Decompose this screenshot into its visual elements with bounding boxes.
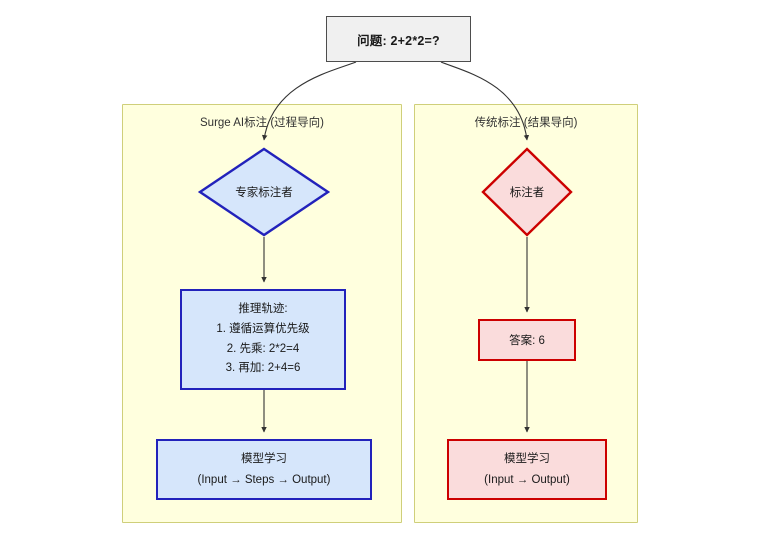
expert-annotator-node[interactable]: 专家标注者 — [198, 147, 330, 237]
reasoning-title: 推理轨迹: — [238, 302, 288, 315]
diamond-shape-red — [481, 147, 573, 237]
model-learning-left-node[interactable]: 模型学习 (Input → Steps → Output) — [156, 439, 372, 500]
answer-label: 答案: 6 — [509, 335, 545, 347]
reasoning-step-2: 2. 先乘: 2*2=4 — [226, 342, 300, 355]
reasoning-step-1: 1. 遵循运算优先级 — [216, 322, 310, 335]
model-learning-left-title: 模型学习 — [241, 453, 287, 466]
question-label: 问题: 2+2*2=? — [357, 33, 440, 48]
diamond-shape-blue — [198, 147, 330, 237]
model-learning-right-title: 模型学习 — [504, 453, 550, 466]
annotator-node[interactable]: 标注者 — [481, 147, 573, 237]
cluster-surge-ai-title: Surge AI标注 (过程导向) — [200, 117, 324, 129]
annotator-label: 标注者 — [509, 187, 545, 199]
cluster-traditional-title: 传统标注 (结果导向) — [474, 117, 578, 129]
expert-annotator-label: 专家标注者 — [235, 187, 293, 199]
reasoning-step-3: 3. 再加: 2+4=6 — [225, 362, 301, 375]
model-learning-right-subtitle: (Input → Output) — [484, 473, 570, 486]
reasoning-trace-node[interactable]: 推理轨迹: 1. 遵循运算优先级 2. 先乘: 2*2=4 3. 再加: 2+4… — [180, 289, 346, 390]
model-learning-left-subtitle: (Input → Steps → Output) — [197, 473, 331, 486]
answer-node[interactable]: 答案: 6 — [478, 319, 576, 361]
model-learning-right-node[interactable]: 模型学习 (Input → Output) — [447, 439, 607, 500]
question-node[interactable]: 问题: 2+2*2=? — [326, 16, 471, 62]
